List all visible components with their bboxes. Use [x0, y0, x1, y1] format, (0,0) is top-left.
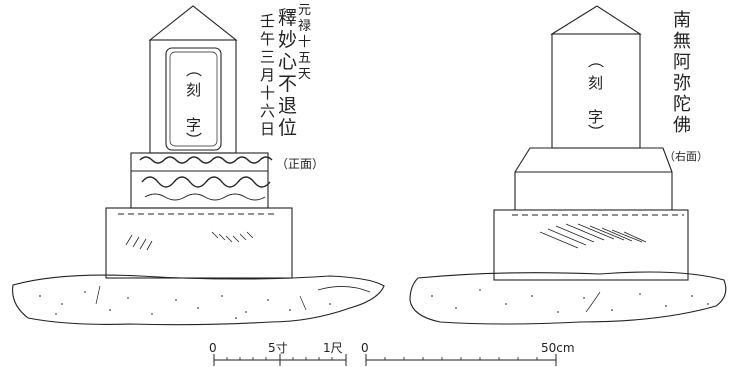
- right-slanted-base: [514, 147, 673, 211]
- left-pointed-top: [148, 5, 238, 41]
- japanese-scale-bar: [213, 354, 347, 366]
- right-main-char: 弥: [673, 73, 691, 94]
- left-main-char: 心: [278, 51, 297, 73]
- scale-metric-zero: 0: [361, 341, 369, 355]
- left-carved-mark-close: ︶: [186, 131, 202, 150]
- left-inscription-panel: [165, 47, 222, 151]
- left-date-char: 三: [260, 48, 275, 66]
- left-date-char: 十: [260, 84, 275, 102]
- left-date-char: 壬: [260, 12, 275, 30]
- metric-scale-bar: [365, 354, 557, 366]
- left-era-char: 禄: [298, 19, 311, 34]
- scale-jp-zero: 0: [209, 341, 217, 355]
- right-main-char: 無: [673, 31, 691, 52]
- scale-jp-end: 1尺: [323, 341, 343, 355]
- right-foundation-stone: [409, 271, 727, 325]
- right-main-char: 佛: [673, 115, 691, 136]
- left-face-label: （正面）: [276, 157, 324, 171]
- right-face-label: （右面）: [664, 149, 708, 163]
- left-gravestone: [12, 5, 385, 326]
- right-carved-mark-char1: 刻: [588, 74, 603, 92]
- left-era-char: 天: [298, 67, 311, 82]
- left-carved-base: [130, 152, 269, 209]
- right-gravestone: [409, 5, 727, 325]
- left-main-char: 妙: [278, 29, 297, 51]
- left-foundation-stone: [12, 274, 385, 326]
- left-date-char: 月: [260, 66, 275, 84]
- ornament-band: [139, 156, 273, 164]
- left-date-char: 日: [260, 120, 275, 138]
- right-main-char: 阿: [673, 52, 691, 73]
- left-date-char: 六: [260, 102, 275, 120]
- right-main-char: 陀: [673, 94, 691, 115]
- left-era-char: 五: [298, 51, 311, 66]
- left-carved-mark-open: ︵: [186, 60, 202, 79]
- right-carved-mark-open: ︵: [588, 51, 604, 70]
- left-carved-mark-char1: 刻: [186, 81, 201, 99]
- right-lower-block: [493, 209, 689, 281]
- left-lower-block: [105, 207, 293, 279]
- left-stipple: [39, 291, 331, 319]
- left-main-char: 釋: [278, 7, 297, 29]
- scale-jp-mid: 5寸: [268, 341, 288, 355]
- right-stipple: [431, 289, 709, 313]
- right-carved-mark-char2: 字: [588, 108, 603, 126]
- left-carved-mark-char2: 字: [186, 116, 201, 134]
- right-carved-mark-close: ︶: [588, 123, 604, 142]
- right-pointed-top: [550, 5, 642, 35]
- left-date-char: 午: [260, 30, 275, 48]
- left-main-char: 位: [278, 117, 297, 139]
- scale-metric-end: 50cm: [541, 341, 575, 355]
- right-main-char: 南: [673, 10, 691, 31]
- left-era-char: 十: [298, 35, 311, 50]
- left-era-char: 元: [298, 3, 311, 18]
- left-main-char: 不: [278, 73, 297, 95]
- left-main-char: 退: [278, 95, 297, 117]
